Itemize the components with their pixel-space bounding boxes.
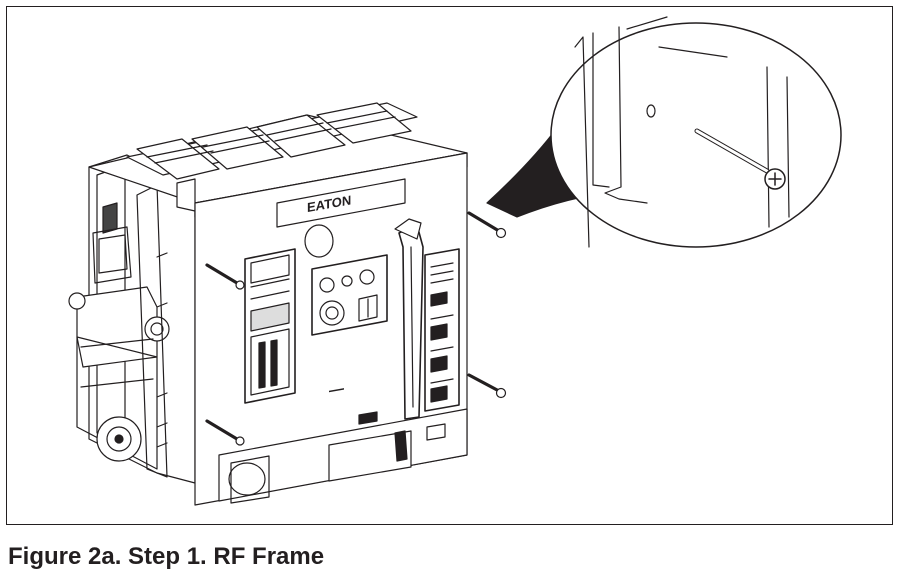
figure-caption: Figure 2a. Step 1. RF Frame <box>8 543 325 570</box>
breaker-illustration: EATON ▬▬▬ <box>68 16 842 506</box>
figure-frame: EATON ▬▬▬ <box>6 6 893 525</box>
breaker-front-panel: EATON ▬▬▬ <box>194 152 468 506</box>
svg-text:▬▬▬: ▬▬▬ <box>329 385 345 394</box>
detail-magnifier-callout <box>486 16 842 248</box>
breaker-side-frame <box>68 154 196 484</box>
mounting-screw-icon <box>205 211 507 446</box>
